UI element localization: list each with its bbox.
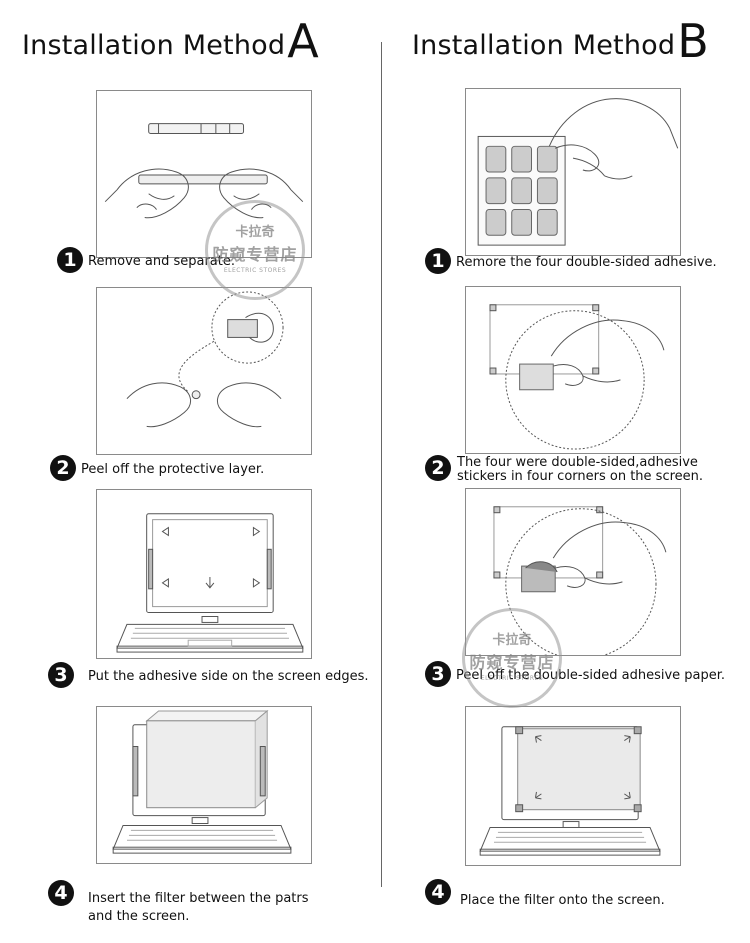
step-number-badge: 3 — [425, 661, 451, 687]
step-b4-caption: Place the filter onto the screen. — [460, 893, 665, 908]
step-number-badge: 2 — [50, 455, 76, 481]
step-a1-caption: Remove and separate. — [88, 254, 236, 269]
step-a3-caption: Put the adhesive side on the screen edge… — [88, 669, 369, 684]
step-b2-caption-line2: stickers in four corners on the screen. — [457, 469, 704, 484]
title-method-b: Installation MethodB — [412, 14, 709, 68]
illustration-b3-peel-paper — [465, 488, 681, 656]
step-b2-caption: The four were double-sided,adhesive — [457, 455, 698, 470]
step-a2: 2 Peel off the protective layer. — [50, 455, 264, 481]
step-a4-caption-line2: and the screen. — [88, 909, 190, 924]
step-a3: 3 Put the adhesive side on the screen ed… — [48, 662, 369, 688]
step-b1: 1 Remore the four double-sided adhesive. — [425, 248, 717, 274]
illustration-a3-laptop — [96, 489, 312, 659]
step-a4-caption: Insert the filter between the patrs — [88, 891, 309, 906]
illustration-b2-corner-stickers — [465, 286, 681, 454]
step-b3-caption: Peel off the double-sided adhesive paper… — [456, 668, 726, 683]
illustration-b1-adhesive-sheet — [465, 88, 681, 256]
step-a4: 4 Insert the filter between the patrs an… — [48, 880, 309, 924]
step-b1-caption: Remore the four double-sided adhesive. — [456, 255, 717, 270]
column-divider — [381, 42, 382, 887]
step-number-badge: 4 — [425, 879, 451, 905]
step-number-badge: 1 — [425, 248, 451, 274]
step-b2: 2 The four were double-sided,adhesive st… — [425, 455, 703, 484]
step-a2-caption: Peel off the protective layer. — [81, 462, 265, 477]
method-letter-b: B — [677, 14, 709, 68]
illustration-a1-separate — [96, 90, 312, 258]
step-b3: 3 Peel off the double-sided adhesive pap… — [425, 661, 725, 687]
illustration-b4-place — [465, 706, 681, 866]
step-number-badge: 3 — [48, 662, 74, 688]
step-number-badge: 1 — [57, 247, 83, 273]
method-letter-a: A — [287, 14, 319, 68]
step-number-badge: 2 — [425, 455, 451, 481]
illustration-a4-insert — [96, 706, 312, 864]
illustration-a2-peel — [96, 287, 312, 455]
step-a1: 1 Remove and separate. — [57, 247, 235, 273]
step-b4: 4 Place the filter onto the screen. — [425, 879, 665, 908]
title-method-a: Installation MethodA — [22, 14, 319, 68]
step-number-badge: 4 — [48, 880, 74, 906]
